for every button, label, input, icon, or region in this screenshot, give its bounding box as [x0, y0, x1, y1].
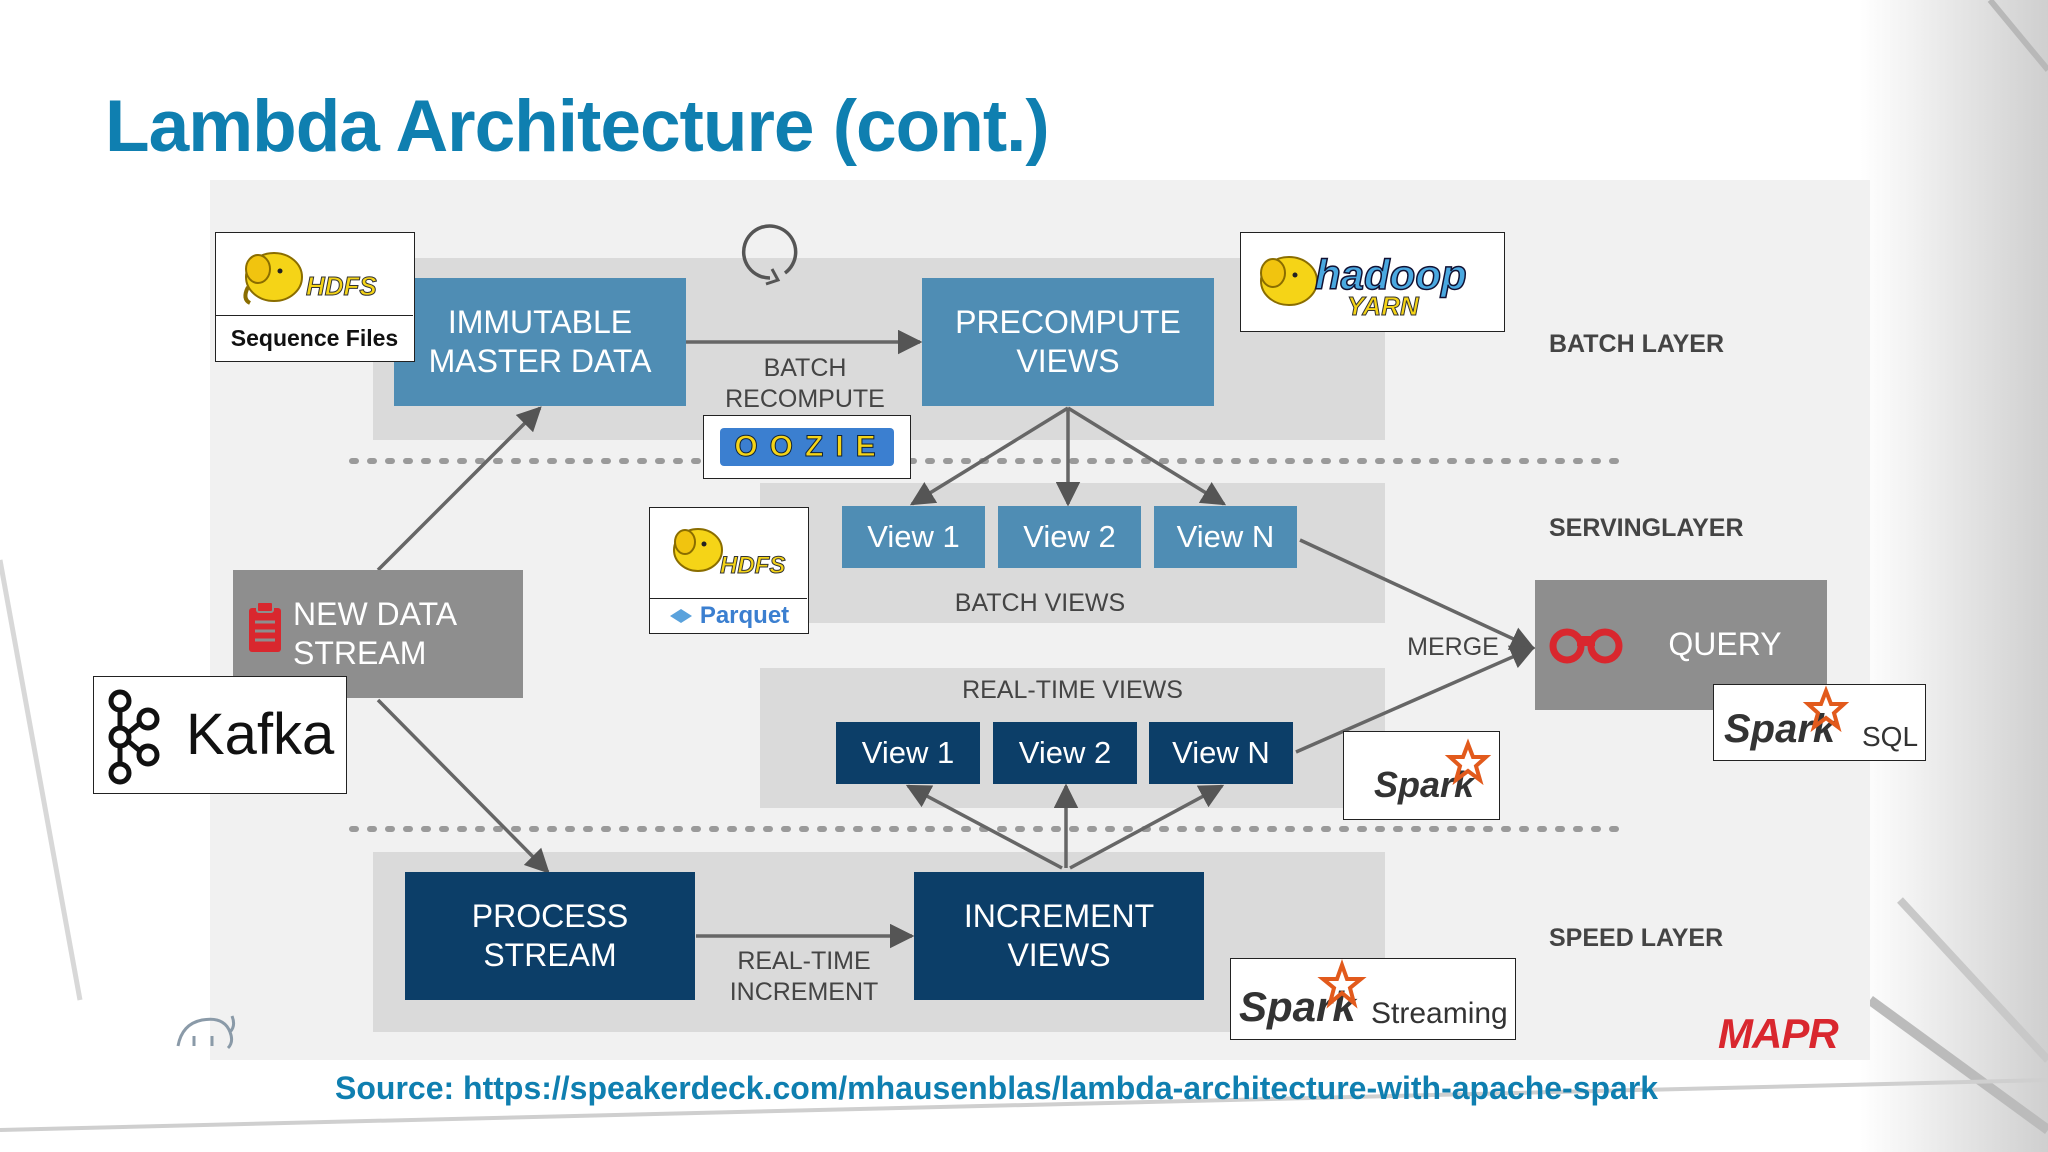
kafka-text: Kafka — [186, 702, 335, 767]
spark-star-icon — [1444, 738, 1492, 786]
speed-layer-label: SPEED LAYER — [1549, 924, 1724, 952]
arrow-stream-to-master — [376, 406, 542, 572]
source-citation[interactable]: Source: https://speakerdeck.com/mhausenb… — [335, 1070, 1659, 1106]
parquet-text: Parquet — [699, 602, 790, 629]
arrow-increment-to-rt-viewn — [1069, 784, 1225, 870]
hadoop-elephant-icon — [673, 528, 723, 572]
hadoop-text: hadoop — [1314, 250, 1467, 299]
binoculars-icon — [1549, 628, 1623, 664]
hadoop-elephant-icon — [1260, 256, 1318, 306]
realtime-view-1: View 1 — [836, 722, 980, 784]
arrow-rt-viewn-to-query — [1295, 645, 1536, 754]
hadoop-yarn-logo: hadoop YARN — [1240, 232, 1505, 332]
batch-views-caption: BATCH VIEWS — [954, 589, 1126, 617]
merge-label: MERGE — [1407, 633, 1499, 661]
batch-view-1: View 1 — [842, 506, 985, 568]
arrow-increment-to-rt-view1 — [905, 784, 1063, 870]
serving-layer-label: SERVINGLAYER — [1549, 514, 1744, 542]
batch-view-2: View 2 — [998, 506, 1141, 568]
process-stream-box: PROCESS STREAM — [405, 872, 695, 1000]
recompute-cycle-icon — [741, 224, 798, 286]
spark-sql-logo: Spark SQL — [1713, 684, 1926, 761]
batch-recompute-label: BATCH RECOMPUTE — [725, 354, 885, 413]
precompute-views-box: PRECOMPUTE VIEWS — [922, 278, 1214, 406]
sql-text: SQL — [1862, 721, 1919, 752]
parquet-caption: Parquet — [650, 598, 807, 633]
arrow-stream-to-process — [376, 698, 550, 874]
arrow-precompute-to-view1 — [909, 406, 1069, 506]
batch-layer-label: BATCH LAYER — [1549, 330, 1725, 358]
spark-star-icon — [1317, 959, 1367, 1009]
batch-view-n: View N — [1154, 506, 1297, 568]
streaming-text: Streaming — [1371, 997, 1508, 1030]
hdfs-parquet-logo: HDFS Parquet — [649, 507, 809, 634]
spark-text: Spark — [1239, 983, 1356, 1030]
arrow-precompute-to-viewn — [1067, 406, 1227, 506]
new-data-stream-label: NEW DATA STREAM — [293, 595, 458, 671]
slide-title: Lambda Architecture (cont.) — [105, 86, 1050, 167]
oozie-logo: OOZIE — [703, 415, 911, 479]
parquet-icon — [669, 609, 692, 623]
hadoop-elephant-icon — [243, 252, 303, 305]
spark-logo: Spark — [1343, 731, 1500, 820]
query-label: QUERY — [1668, 626, 1782, 663]
hdfs-text: HDFS — [306, 271, 378, 302]
sequence-files-caption: Sequence Files — [216, 315, 413, 361]
realtime-view-2: View 2 — [993, 722, 1137, 784]
spark-streaming-logo: Spark Streaming — [1230, 958, 1516, 1040]
elephant-watermark-icon — [176, 1015, 236, 1050]
clipboard-icon — [249, 601, 281, 652]
hdfs-text: HDFS — [719, 552, 786, 580]
mapr-logo: MAPR — [1718, 1010, 1839, 1057]
oozie-text: OOZIE — [720, 428, 894, 466]
realtime-views-caption: REAL-TIME VIEWS — [962, 676, 1183, 704]
immutable-master-data-box: IMMUTABLE MASTER DATA — [394, 278, 686, 406]
realtime-increment-label: REAL-TIME INCREMENT — [729, 947, 879, 1006]
spark-star-icon — [1802, 685, 1850, 733]
increment-views-box: INCREMENT VIEWS — [914, 872, 1204, 1000]
kafka-logo: Kafka — [93, 676, 347, 794]
yarn-text: YARN — [1347, 291, 1420, 322]
hdfs-sequence-files-logo: HDFS Sequence Files — [215, 232, 415, 362]
realtime-view-n: View N — [1149, 722, 1293, 784]
arrow-batch-viewn-to-query — [1299, 538, 1536, 650]
kafka-icon — [108, 689, 160, 785]
